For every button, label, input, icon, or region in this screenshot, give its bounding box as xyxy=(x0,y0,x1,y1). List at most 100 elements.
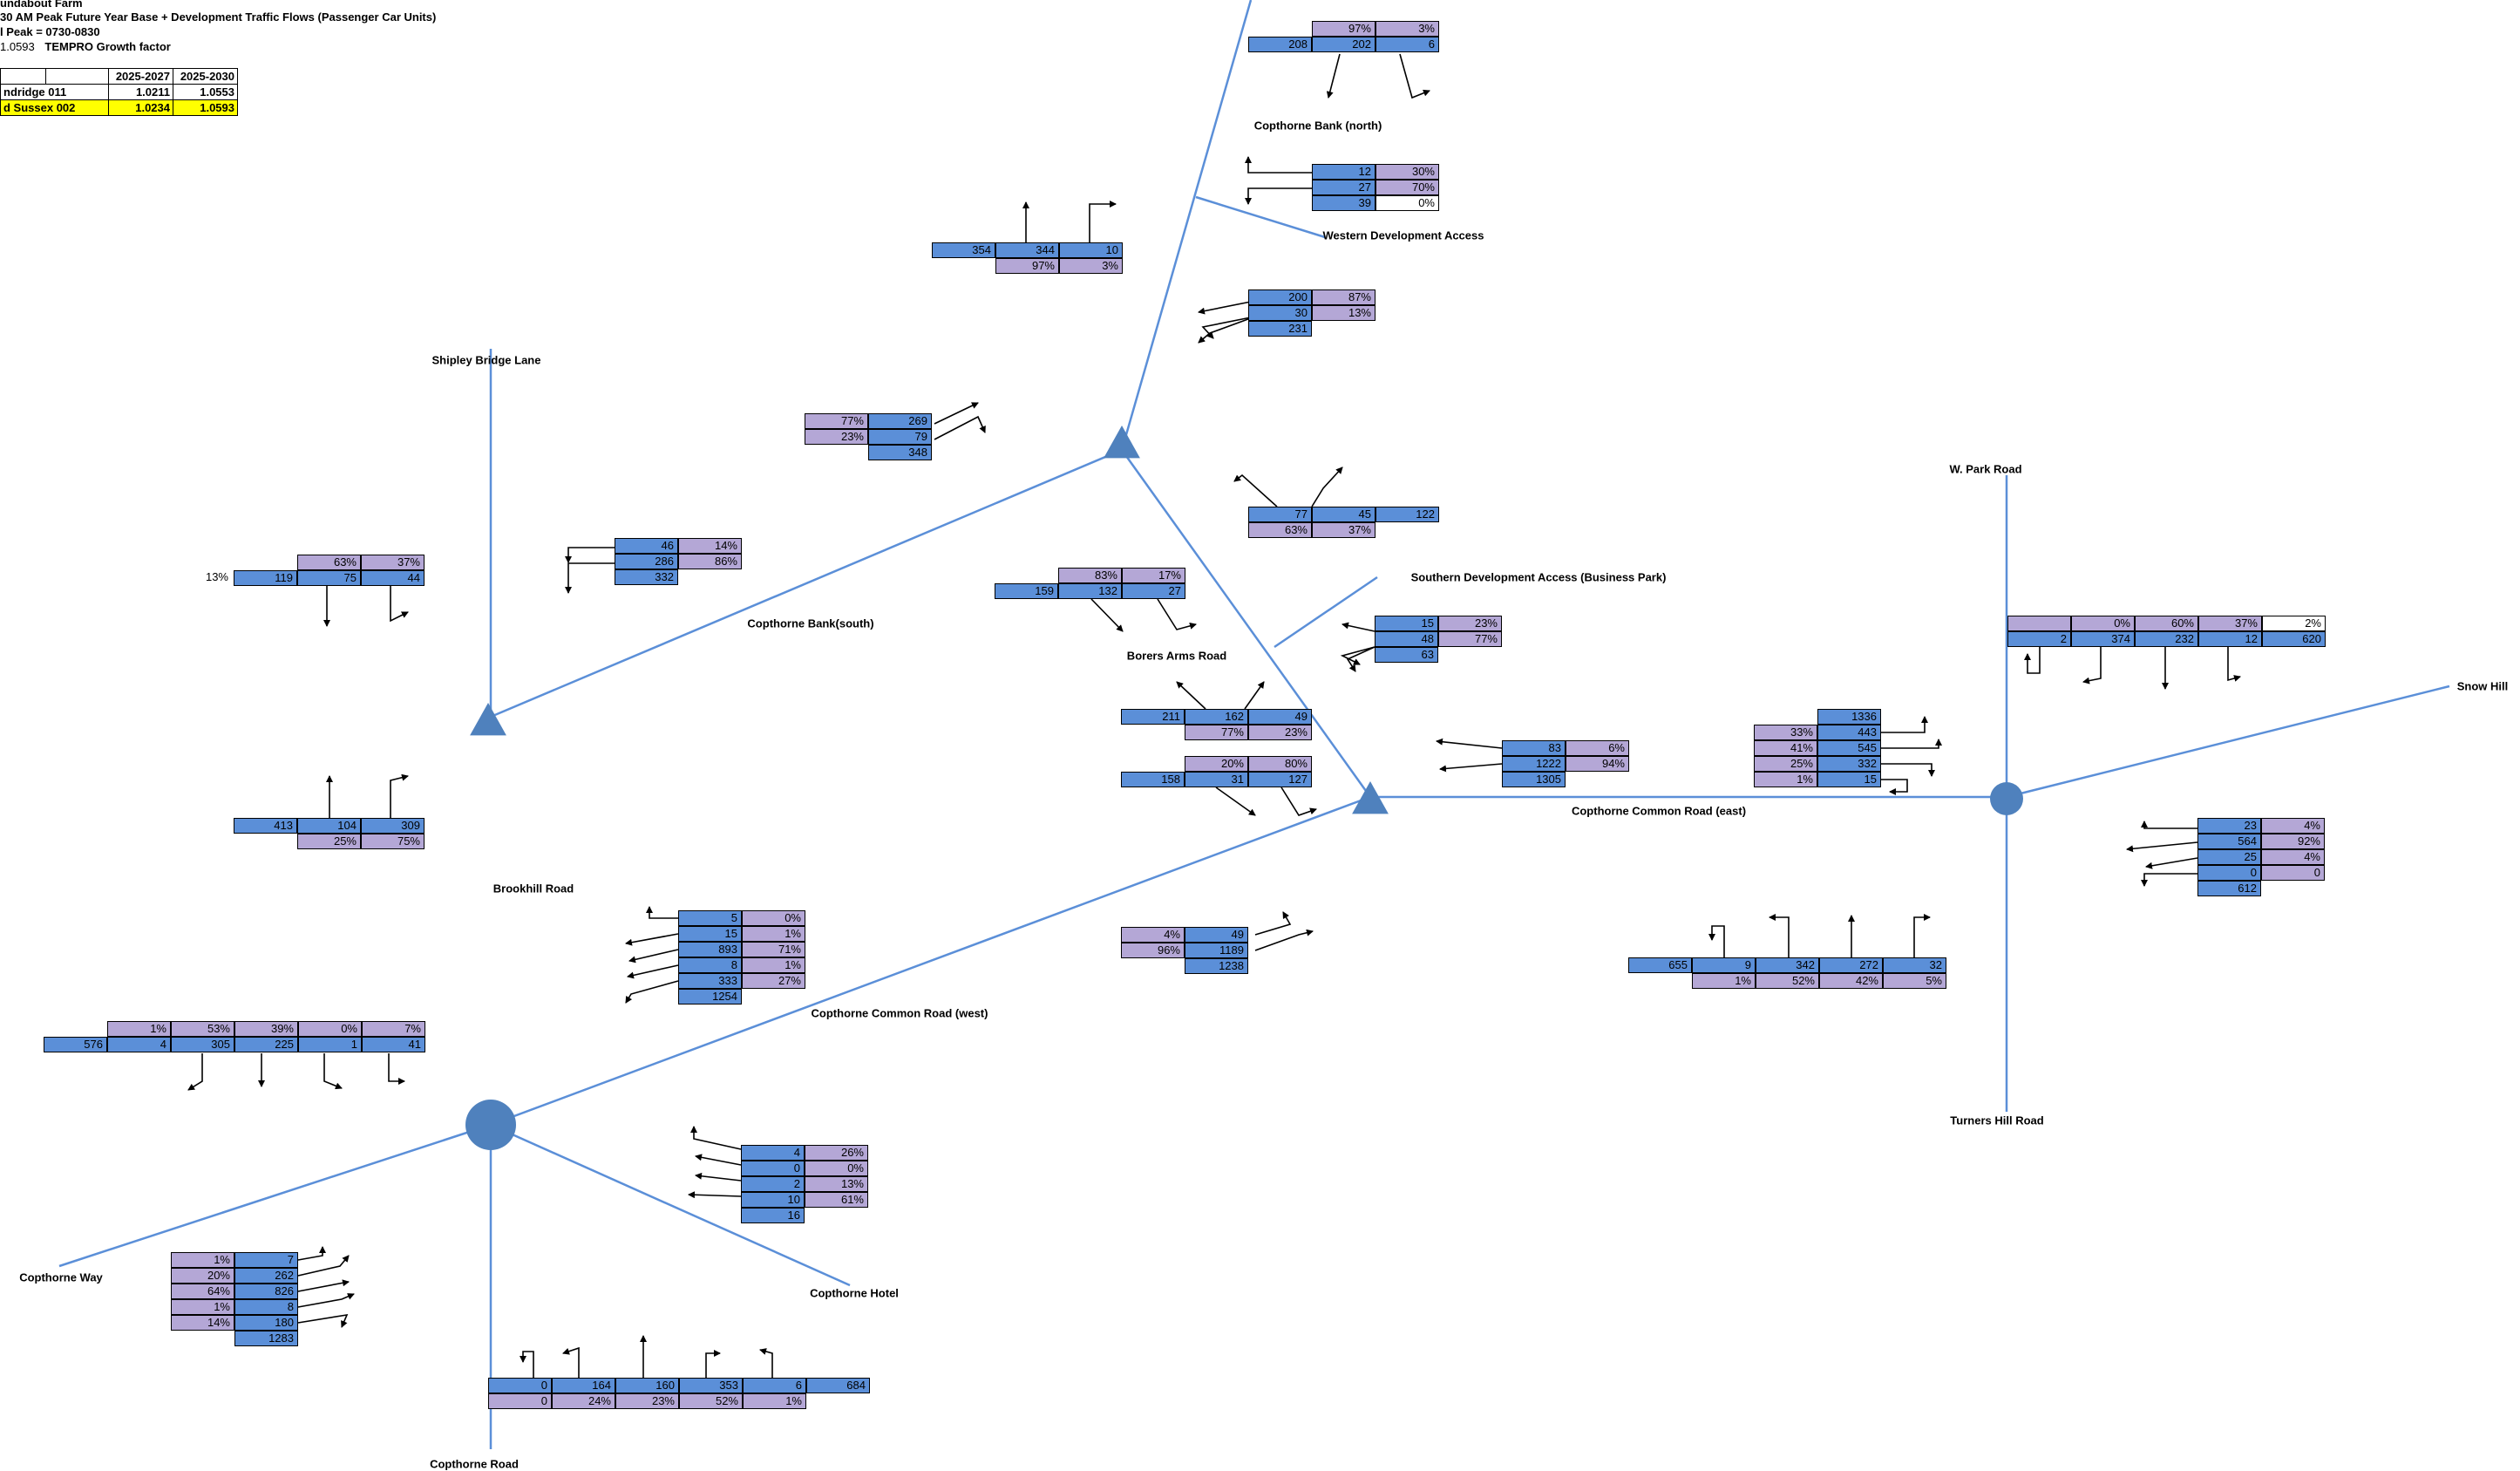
growth-row: ndridge 011 1.0211 1.0553 xyxy=(0,84,238,100)
flow-value-cell: 272 xyxy=(1819,957,1883,973)
road-segment xyxy=(490,448,1123,718)
road-segment xyxy=(1274,575,1378,649)
road-segment xyxy=(1195,195,1326,239)
turn-percentage-cell: 53% xyxy=(171,1021,234,1037)
turn-percentage-cell: 1% xyxy=(742,926,805,942)
turn-percentage-cell: 37% xyxy=(2198,616,2262,631)
turning-movement-arrow xyxy=(2082,647,2102,684)
road-label: Shipley Bridge Lane xyxy=(431,353,541,367)
turning-movement-arrow xyxy=(1326,53,1341,99)
road-label: Copthorne Common Road (east) xyxy=(1571,804,1747,818)
turn-percentage-cell: 20% xyxy=(1185,756,1248,772)
turn-percentage-cell: 1% xyxy=(1754,772,1817,787)
flow-value-cell: 6 xyxy=(1375,37,1439,52)
road-label: Copthorne Hotel xyxy=(810,1286,899,1300)
road-segment xyxy=(2006,684,2450,799)
flow-value-cell: 2 xyxy=(2007,631,2071,647)
header-title: undabout Farm xyxy=(0,0,83,10)
turn-percentage-cell: 77% xyxy=(1438,631,1502,647)
flow-value-cell: 332 xyxy=(615,569,678,585)
flow-value-cell: 354 xyxy=(932,242,995,258)
flow-value-cell: 15 xyxy=(1375,616,1438,631)
flow-value-cell: 12 xyxy=(2198,631,2262,647)
flow-value-cell: 348 xyxy=(868,445,932,460)
flow-value-cell: 4 xyxy=(741,1145,805,1161)
turn-percentage-cell: 94% xyxy=(1566,756,1629,772)
turning-movement-arrow xyxy=(688,1191,742,1199)
flow-value-cell: 48 xyxy=(1375,631,1438,647)
turn-percentage-cell: 97% xyxy=(1312,21,1375,37)
turn-percentage-cell: 41% xyxy=(1754,740,1817,756)
flow-value-cell: 164 xyxy=(552,1378,615,1393)
flow-value-cell: 5 xyxy=(678,910,742,926)
flow-value-cell: 893 xyxy=(678,942,742,957)
growth-table: 2025-2027 2025-2030 ndridge 011 1.0211 1… xyxy=(0,68,238,116)
turn-percentage-cell: 63% xyxy=(1248,522,1312,538)
flow-value-cell: 159 xyxy=(995,583,1058,599)
turning-movement-arrow xyxy=(1342,622,1375,632)
turn-percentage-cell: 63% xyxy=(297,555,361,570)
flow-value-cell: 49 xyxy=(1185,927,1248,943)
flow-value-cell: 44 xyxy=(361,570,425,586)
turn-percentage-cell: 6% xyxy=(1566,740,1629,756)
turn-percentage-cell: 23% xyxy=(1248,725,1312,740)
turning-movement-arrow xyxy=(1201,316,1256,339)
flow-value-cell: 333 xyxy=(678,973,742,989)
turn-percentage-cell: 33% xyxy=(1754,725,1817,740)
turn-percentage-cell: 86% xyxy=(678,554,742,569)
turning-movement-arrow xyxy=(759,1348,773,1378)
flow-value-cell: 0 xyxy=(741,1161,805,1176)
turning-movement-arrow xyxy=(1280,787,1317,816)
flow-value-cell: 576 xyxy=(44,1037,107,1052)
flow-value-cell: 122 xyxy=(1375,507,1439,522)
flow-value-cell: 8 xyxy=(678,957,742,973)
flow-value-cell: 79 xyxy=(868,429,932,445)
turn-percentage-cell: 83% xyxy=(1058,568,1122,583)
flow-value-cell: 10 xyxy=(741,1192,805,1208)
turning-movement-arrow xyxy=(297,1293,355,1308)
road-label: Western Development Access xyxy=(1322,228,1484,242)
turning-movement-arrow xyxy=(625,933,679,946)
road-segment xyxy=(490,795,1371,1127)
flow-value-cell: 6 xyxy=(743,1378,806,1393)
growth-col-2030: 2025-2030 xyxy=(173,68,238,85)
turning-movement-arrow xyxy=(1198,316,1256,344)
flow-value-cell: 16 xyxy=(741,1208,805,1223)
flow-value-cell: 413 xyxy=(234,818,297,834)
turn-percentage-cell: 4% xyxy=(2261,818,2325,834)
turning-movement-arrow xyxy=(297,1246,326,1261)
turn-percentage-cell: 96% xyxy=(1121,943,1185,958)
flow-value-cell: 443 xyxy=(1817,725,1881,740)
priority-junction-marker xyxy=(470,703,506,736)
flow-value-cell: 180 xyxy=(234,1315,298,1331)
turn-percentage-cell: 0% xyxy=(805,1161,868,1176)
turning-movement-arrow xyxy=(1254,911,1292,936)
flow-value-cell: 545 xyxy=(1817,740,1881,756)
turn-percentage-cell: 14% xyxy=(678,538,742,554)
flow-value-cell: 32 xyxy=(1883,957,1946,973)
growth-row-v1: 1.0211 xyxy=(108,84,173,100)
road-label: Borers Arms Road xyxy=(1126,649,1227,663)
flow-value-cell: 655 xyxy=(1628,957,1692,973)
turn-percentage-cell: 37% xyxy=(1312,522,1375,538)
flow-value-cell: 75 xyxy=(297,570,361,586)
flow-value-cell: 232 xyxy=(2135,631,2198,647)
turning-movement-arrow xyxy=(390,586,409,623)
turn-percentage-cell: 71% xyxy=(742,942,805,957)
flow-value-cell: 27 xyxy=(1312,180,1375,195)
flow-value-cell: 15 xyxy=(1817,772,1881,787)
turning-movement-arrow xyxy=(1244,681,1265,710)
turn-percentage-cell: 77% xyxy=(805,413,868,429)
turn-percentage-cell: 25% xyxy=(1754,756,1817,772)
growth-row-name: d Sussex 002 xyxy=(0,99,109,116)
turning-movement-arrow xyxy=(1340,646,1375,665)
turn-percentage-cell: 60% xyxy=(2135,616,2198,631)
turn-percentage-cell: 97% xyxy=(995,258,1059,274)
turn-percentage-cell: 70% xyxy=(1375,180,1439,195)
turn-percentage-cell: 13% xyxy=(1312,305,1375,321)
turning-movement-arrow xyxy=(1215,787,1256,816)
flow-value-cell: 305 xyxy=(171,1037,234,1052)
turning-movement-arrow xyxy=(1089,201,1117,242)
turning-movement-arrow xyxy=(705,1350,721,1378)
turn-percentage-cell: 30% xyxy=(1375,164,1439,180)
